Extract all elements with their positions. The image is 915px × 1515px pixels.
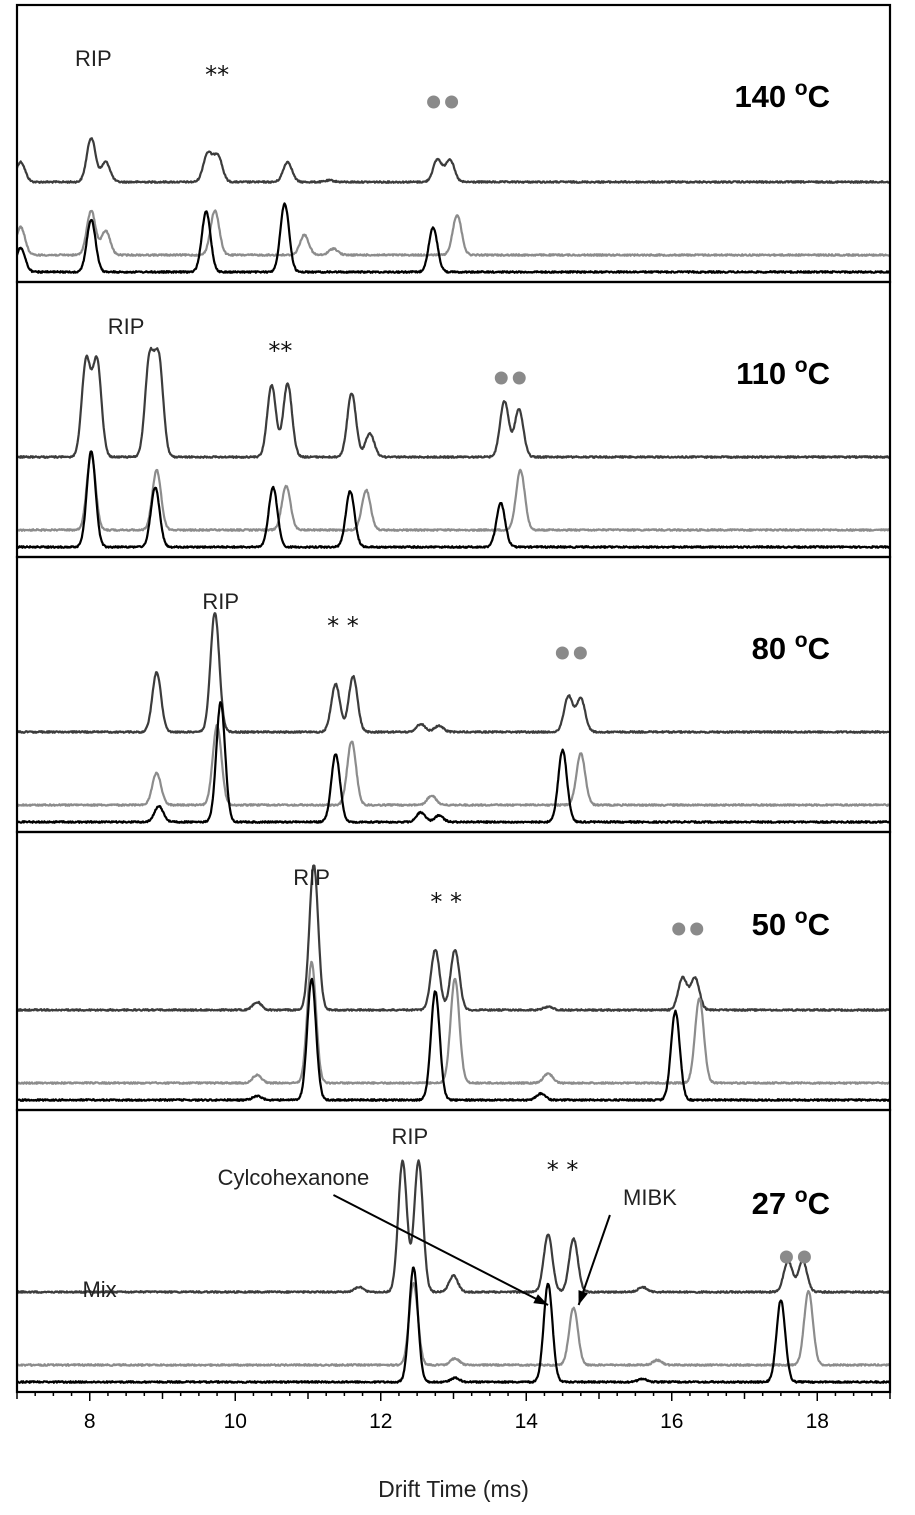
panel-traces xyxy=(17,1159,890,1384)
trace-lower xyxy=(17,202,890,274)
rip-label: RIP xyxy=(108,314,145,339)
annotation-arrow xyxy=(577,1214,611,1306)
panel-frame xyxy=(15,280,892,559)
x-tick-label: 8 xyxy=(84,1410,96,1433)
peak-dot-marker xyxy=(555,646,569,660)
annotation-label: Cylcohexanone xyxy=(218,1165,370,1190)
trace-upper xyxy=(17,1159,890,1294)
annotation-arrowhead xyxy=(578,1290,588,1305)
peak-dot-marker xyxy=(512,371,526,385)
mix-label: Mix xyxy=(82,1277,116,1302)
temperature-label: 50 oC xyxy=(752,905,830,942)
peak-dot-marker xyxy=(445,95,459,109)
trace-upper xyxy=(17,137,890,184)
peak-dot-marker xyxy=(672,922,686,936)
trace-lower xyxy=(17,701,890,824)
trace-upper xyxy=(17,346,890,459)
panel-2: 80 oC RIP * * xyxy=(15,555,892,834)
peak-dot-marker xyxy=(494,371,508,385)
trace-upper xyxy=(17,864,890,1012)
peak-dot-marker xyxy=(690,922,704,936)
temperature-label: 140 oC xyxy=(734,77,830,114)
rip-label: RIP xyxy=(392,1124,429,1149)
trace-middle xyxy=(17,209,890,257)
peak-dot-marker xyxy=(427,95,441,109)
x-tick-label: 12 xyxy=(369,1410,392,1433)
peak-star-marker: * * xyxy=(547,1156,579,1184)
panel-frame xyxy=(15,1108,892,1394)
x-tick-label: 14 xyxy=(515,1410,539,1433)
panel-traces xyxy=(17,346,890,549)
panel-3: 50 oC RIP * * xyxy=(15,830,892,1112)
panel-traces xyxy=(17,612,890,824)
trace-middle xyxy=(17,453,890,532)
peak-dot-marker xyxy=(779,1250,793,1264)
peak-star-marker: * * xyxy=(430,888,462,916)
peak-star-marker: * * xyxy=(327,612,359,640)
peak-dot-marker xyxy=(573,646,587,660)
x-tick-label: 10 xyxy=(224,1410,247,1433)
temperature-label: 80 oC xyxy=(752,629,830,666)
panel-1: 110 oC RIP ** xyxy=(15,280,892,559)
peak-star-marker: ** xyxy=(268,337,292,365)
panel-frame xyxy=(15,3,892,284)
trace-middle xyxy=(17,960,890,1085)
temperature-label: 110 oC xyxy=(736,354,830,391)
trace-middle xyxy=(17,1281,890,1367)
panel-frame xyxy=(15,555,892,834)
peak-star-marker: ** xyxy=(205,61,229,89)
x-axis: 8 10 12 14 16 18 xyxy=(16,1392,891,1433)
x-axis-label: Drift Time (ms) xyxy=(378,1476,529,1502)
annotation-label: MIBK xyxy=(623,1185,677,1210)
temperature-label: 27 oC xyxy=(752,1184,830,1221)
panels-layer: 140 oC RIP ** 110 oC RIP ** 80 oC RIP * * 50 oC RI… xyxy=(15,3,892,1394)
panel-traces xyxy=(17,864,890,1102)
x-tick-label: 16 xyxy=(660,1410,683,1433)
panel-frame xyxy=(15,830,892,1112)
trace-lower xyxy=(17,977,890,1102)
annotation-arrowhead xyxy=(533,1294,549,1305)
trace-middle xyxy=(17,723,890,807)
trace-upper xyxy=(17,612,890,734)
trace-lower xyxy=(17,1266,890,1384)
x-tick-label: 18 xyxy=(806,1410,829,1433)
trace-lower xyxy=(17,450,890,549)
rip-label: RIP xyxy=(75,46,112,71)
panel-traces xyxy=(17,137,890,274)
rip-label: RIP xyxy=(202,589,239,614)
panel-0: 140 oC RIP ** xyxy=(15,3,892,284)
peak-dot-marker xyxy=(797,1250,811,1264)
annotation-arrow xyxy=(332,1194,549,1306)
rip-label: RIP xyxy=(293,865,330,890)
